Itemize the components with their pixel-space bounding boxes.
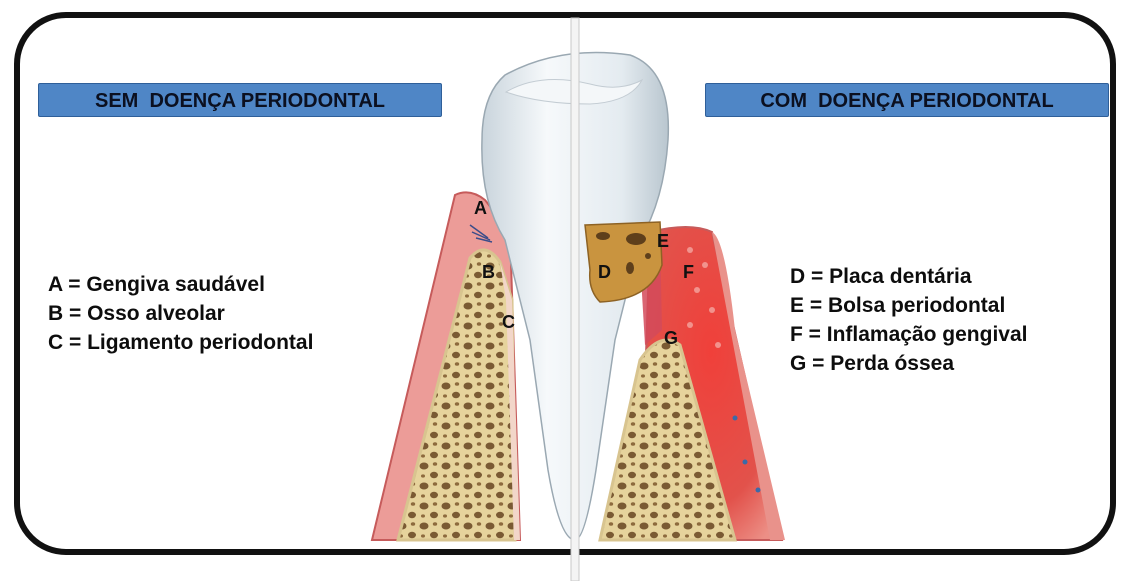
center-divider [571, 18, 579, 581]
legend-item-b: B = Osso alveolar [48, 299, 313, 328]
legend-item-g: G = Perda óssea [790, 349, 1028, 378]
legend-item-c: C = Ligamento periodontal [48, 328, 313, 357]
legend-item-e: E = Bolsa periodontal [790, 291, 1028, 320]
legend-item-f: F = Inflamação gengival [790, 320, 1028, 349]
marker-c: C [502, 312, 515, 332]
marker-g: G [664, 328, 678, 348]
marker-b: B [482, 262, 495, 282]
marker-e: E [657, 231, 669, 251]
legend-item-a: A = Gengiva saudável [48, 270, 313, 299]
marker-f: F [683, 262, 694, 282]
legend-disease: D = Placa dentária E = Bolsa periodontal… [790, 262, 1028, 378]
legend-item-d: D = Placa dentária [790, 262, 1028, 291]
marker-d: D [598, 262, 611, 282]
marker-a: A [474, 198, 487, 218]
legend-healthy: A = Gengiva saudável B = Osso alveolar C… [48, 270, 313, 357]
